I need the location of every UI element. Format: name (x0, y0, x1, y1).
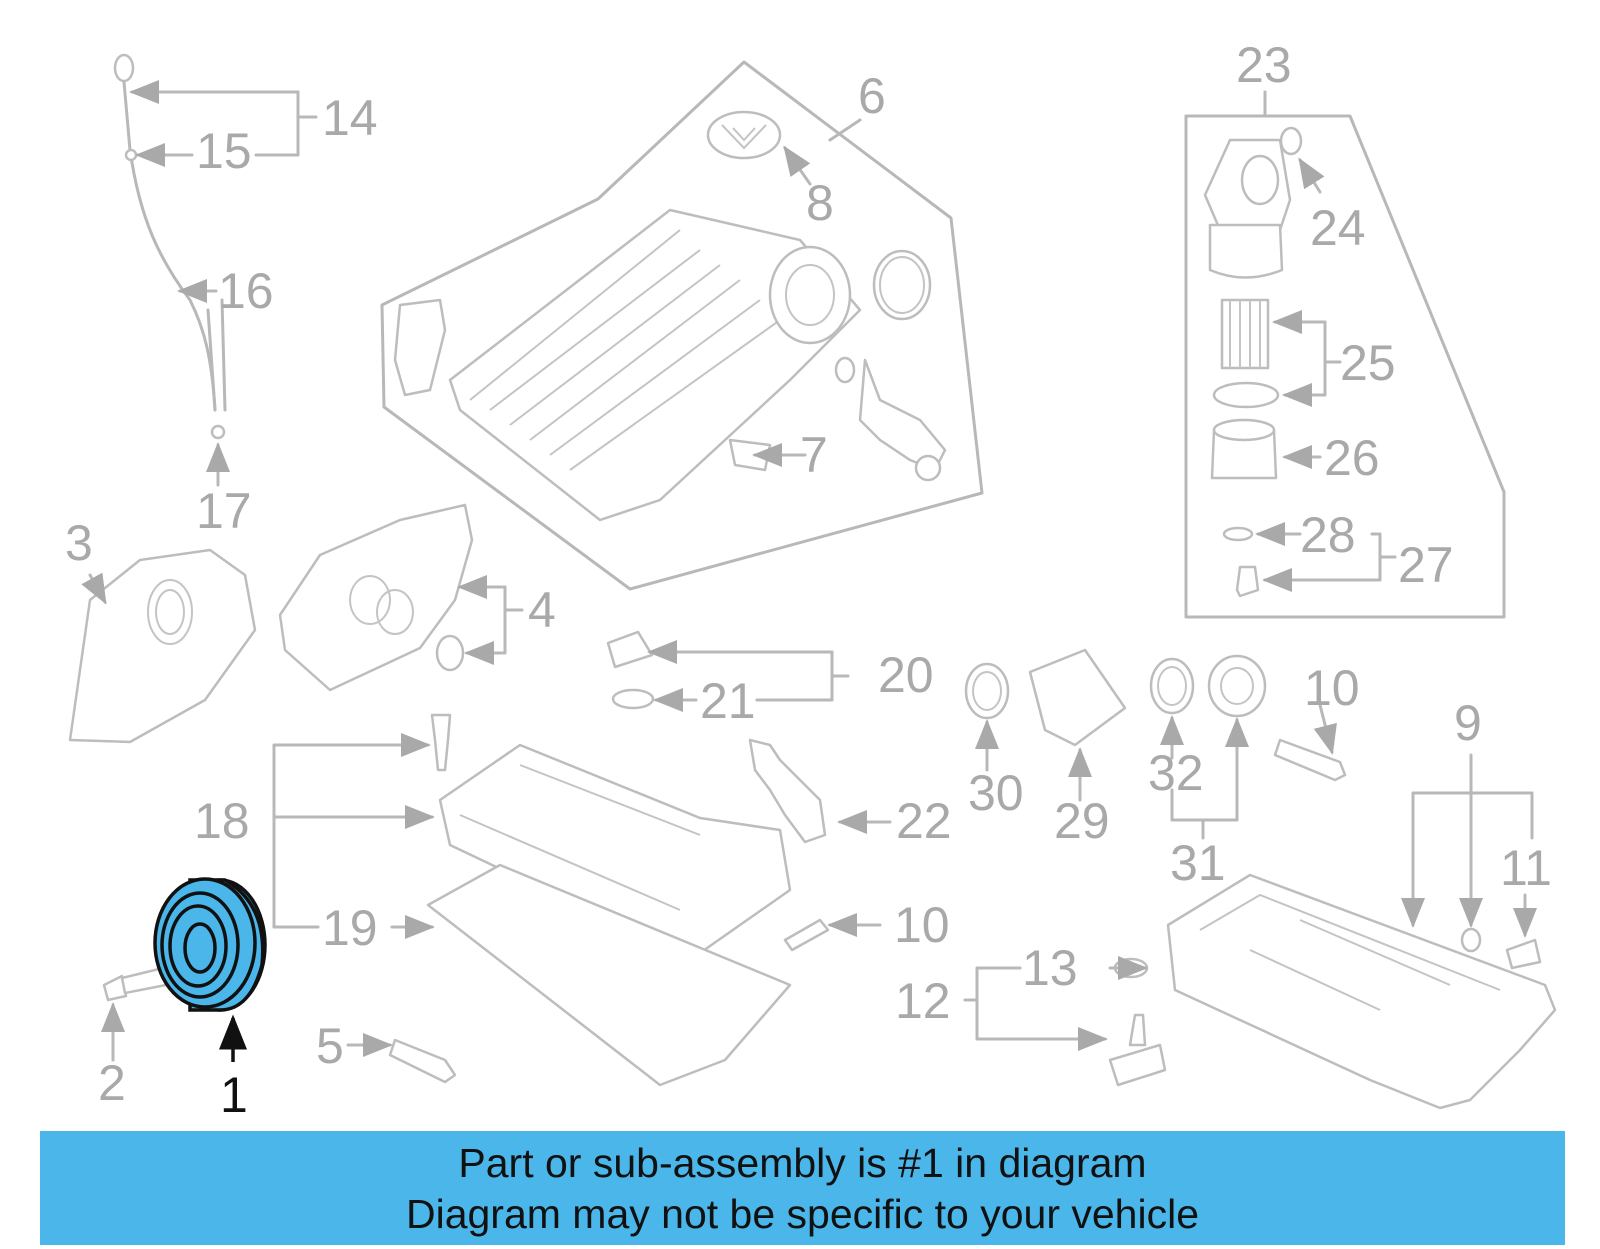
callout-5: 5 (316, 1018, 344, 1074)
callout-19: 19 (322, 900, 378, 956)
callout-11: 11 (1500, 840, 1552, 896)
callout-17: 17 (196, 483, 252, 539)
callout-23: 23 (1236, 37, 1292, 93)
valve-cover-group (272, 713, 892, 1087)
oil-cooler-group (964, 648, 1267, 840)
crankshaft-pulley-part-1 (153, 877, 267, 1062)
callout-30: 30 (968, 765, 1024, 821)
callout-28: 28 (1300, 507, 1356, 563)
callout-8: 8 (806, 175, 834, 231)
callout-9: 9 (1454, 695, 1482, 751)
callout-24: 24 (1310, 200, 1366, 256)
callout-7: 7 (800, 427, 828, 483)
callout-27: 27 (1398, 537, 1454, 593)
callout-31: 31 (1170, 835, 1226, 891)
callout-10a: 10 (1304, 660, 1360, 716)
callout-10b: 10 (894, 897, 950, 953)
bolt-part-2 (101, 966, 168, 1062)
info-banner: Part or sub-assembly is #1 in diagram Di… (40, 1131, 1565, 1245)
banner-line-1: Part or sub-assembly is #1 in diagram (458, 1140, 1147, 1186)
callout-18: 18 (194, 793, 250, 849)
oil-filter-group (1184, 90, 1506, 619)
callout-15: 15 (196, 123, 252, 179)
callout-26: 26 (1324, 430, 1380, 486)
callout-16: 16 (218, 263, 274, 319)
callout-3: 3 (65, 515, 93, 571)
callout-25: 25 (1340, 335, 1396, 391)
callout-21: 21 (700, 673, 756, 729)
timing-covers (68, 503, 524, 744)
callout-12: 12 (895, 973, 951, 1029)
callout-20: 20 (878, 647, 934, 703)
callout-2: 2 (98, 1055, 126, 1111)
callout-13: 13 (1022, 940, 1078, 996)
callout-4: 4 (528, 582, 556, 638)
callout-14: 14 (322, 90, 378, 146)
intake-manifold-group (380, 60, 984, 591)
oil-filler-cap (606, 630, 850, 712)
oil-pan-group (963, 753, 1557, 1110)
callout-6: 6 (858, 68, 886, 124)
guide-pins (346, 703, 1347, 1084)
callout-1: 1 (220, 1067, 248, 1123)
callout-22: 22 (896, 793, 952, 849)
callout-29: 29 (1054, 793, 1110, 849)
dipstick-assembly (113, 53, 318, 487)
banner-line-2: Diagram may not be specific to your vehi… (405, 1191, 1199, 1237)
callout-32: 32 (1148, 745, 1204, 801)
